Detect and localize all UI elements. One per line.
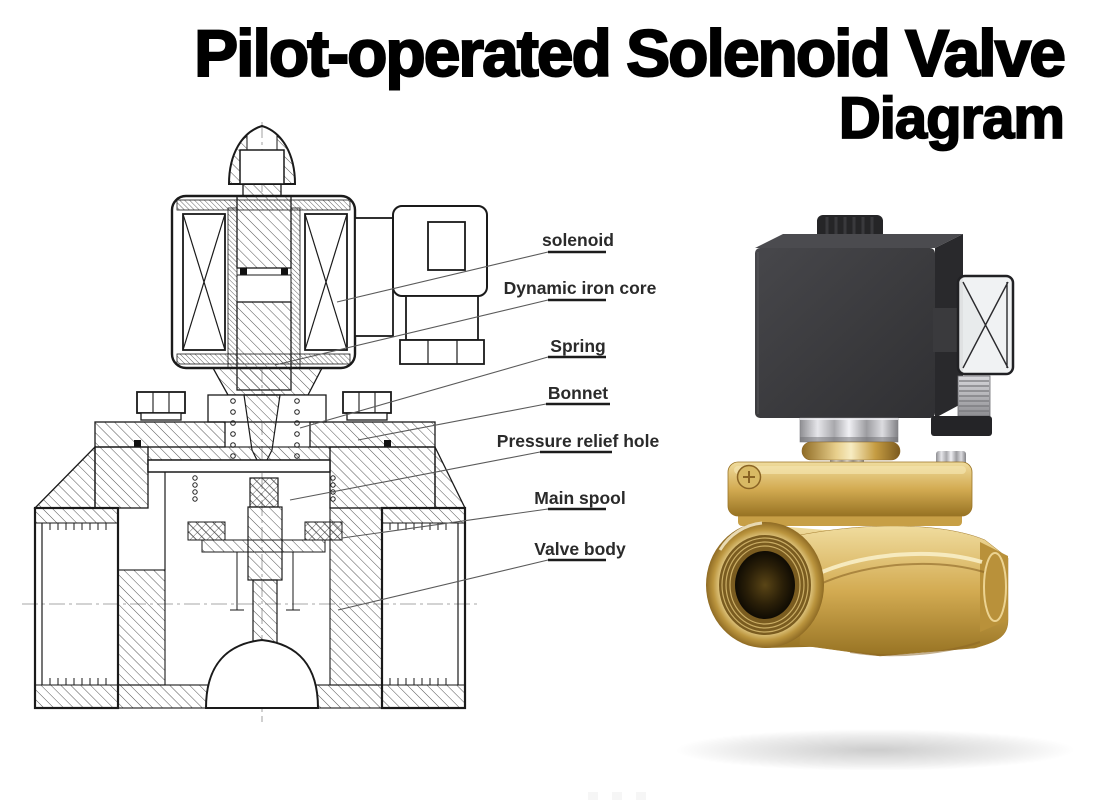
svg-text:Bonnet: Bonnet — [548, 383, 608, 403]
photo-din-connector — [931, 274, 1015, 436]
photo-shadow — [675, 729, 1075, 770]
photo-hex-nut — [799, 417, 899, 443]
iron-core-plunger — [211, 195, 324, 396]
photo-bonnet — [727, 451, 973, 526]
label-main-spool: Main spool — [341, 488, 626, 539]
svg-text:Valve body: Valve body — [534, 539, 626, 559]
watermark-marks — [588, 792, 646, 800]
label-dynamic-iron-core: Dynamic iron core — [274, 278, 657, 366]
label-pressure-relief-hole: Pressure relief hole — [289, 431, 660, 501]
title-block: Pilot-operated Solenoid Valve Diagram — [0, 16, 1067, 151]
label-spring: Spring — [299, 336, 606, 429]
inlet-port — [33, 506, 120, 710]
valve-cross-section-diagram: solenoid Dynamic iron core Spring Bonnet… — [22, 122, 660, 722]
svg-text:Pressure relief hole: Pressure relief hole — [497, 431, 660, 451]
label-solenoid: solenoid — [336, 230, 614, 303]
photo-coil — [755, 215, 963, 418]
main-spool-assembly — [147, 459, 343, 709]
label-bonnet: Bonnet — [357, 383, 610, 441]
svg-text:solenoid: solenoid — [542, 230, 614, 250]
outlet-port — [380, 506, 467, 710]
drawing-din-connector — [354, 205, 488, 365]
callout-labels: solenoid Dynamic iron core Spring Bonnet… — [274, 230, 660, 611]
page-subtitle: Diagram — [838, 85, 1066, 151]
svg-text:Dynamic iron core: Dynamic iron core — [504, 278, 657, 298]
valve-product-photo — [675, 215, 1075, 770]
svg-text:Spring: Spring — [550, 336, 605, 356]
page-title: Pilot-operated Solenoid Valve — [193, 16, 1067, 90]
photo-inlet-port — [706, 521, 824, 648]
label-valve-body: Valve body — [337, 539, 626, 611]
bonnet-assembly — [94, 391, 436, 463]
svg-text:Main spool: Main spool — [534, 488, 625, 508]
photo-brass-ring — [801, 441, 901, 461]
